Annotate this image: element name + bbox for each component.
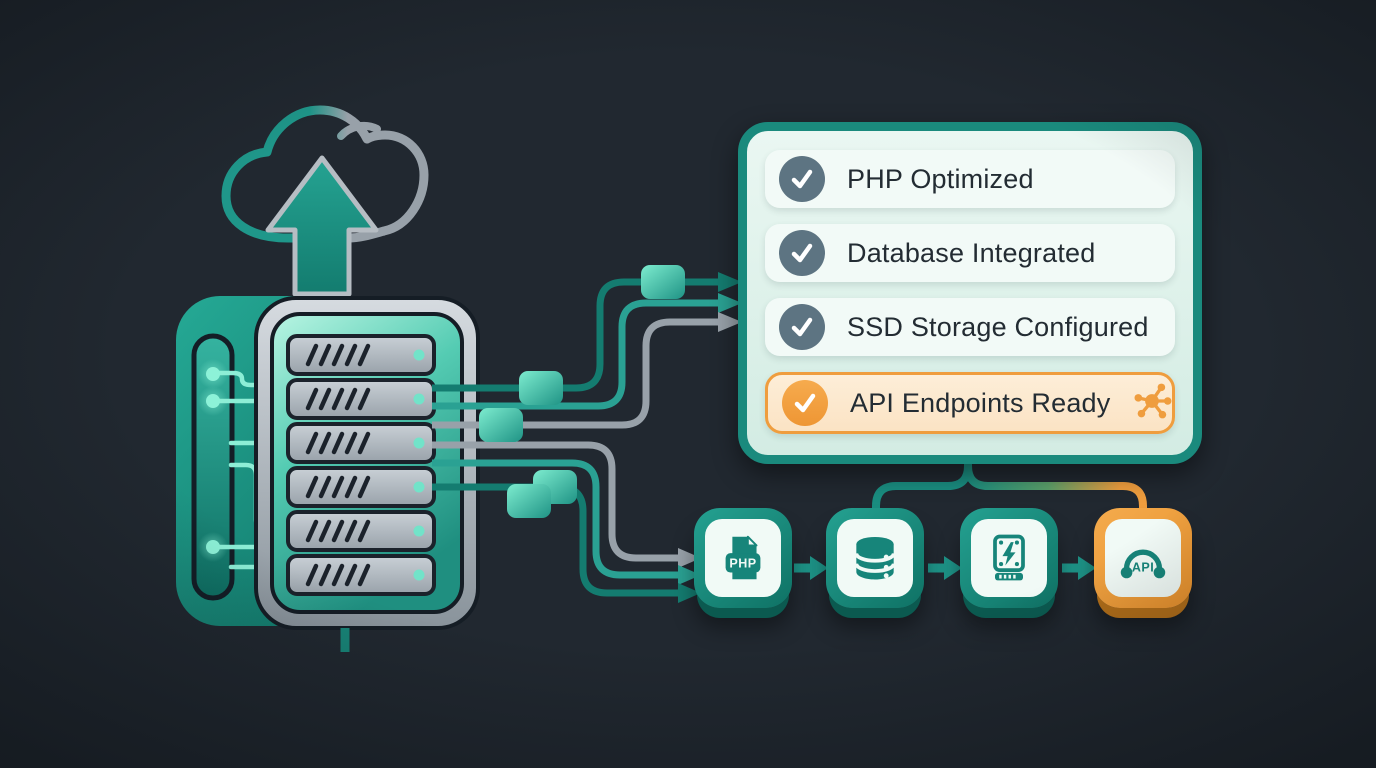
cloud-highlight-arc [337, 121, 381, 140]
server-stand [198, 628, 466, 660]
connection-lines [432, 278, 720, 597]
pipeline-step-database [826, 508, 924, 608]
upload-arrow-icon [265, 155, 379, 297]
checklist-label: Database Integrated [847, 237, 1096, 268]
check-icon [779, 304, 825, 350]
check-icon [779, 230, 825, 276]
checklist-item-php-optimized: PHP Optimized [765, 150, 1175, 208]
check-icon [779, 156, 825, 202]
pipeline-step-api: API [1094, 508, 1192, 608]
indicator-dots [198, 359, 228, 562]
pipeline-step-php: PHP [694, 508, 792, 608]
php-file-icon: PHP [705, 519, 781, 597]
pipeline-step-ssd [960, 508, 1058, 608]
checklist-label: PHP Optimized [847, 163, 1034, 194]
ssd-bolt-icon [971, 519, 1047, 597]
cloud-upload-icon [221, 105, 429, 297]
line-arrowheads [678, 272, 742, 603]
php-icon-label: PHP [729, 557, 756, 571]
server-rack [176, 296, 480, 660]
database-icon [837, 519, 913, 597]
api-icon-label: API [1132, 561, 1154, 575]
checklist-label: API Endpoints Ready [850, 387, 1111, 418]
wire-chips [479, 265, 685, 518]
status-panel: PHP Optimized Database Integrated SSD St… [738, 122, 1202, 464]
pipeline-arrows [794, 556, 1096, 580]
network-hub-icon [1132, 380, 1174, 427]
rack-units [286, 334, 436, 596]
checklist-item-database-integrated: Database Integrated [765, 224, 1175, 282]
check-icon [782, 380, 828, 426]
checklist-item-api-endpoints: API Endpoints Ready [765, 372, 1175, 434]
api-gauge-icon: API [1105, 519, 1181, 597]
checklist-label: SSD Storage Configured [847, 311, 1149, 342]
checklist-item-ssd-storage: SSD Storage Configured [765, 298, 1175, 356]
